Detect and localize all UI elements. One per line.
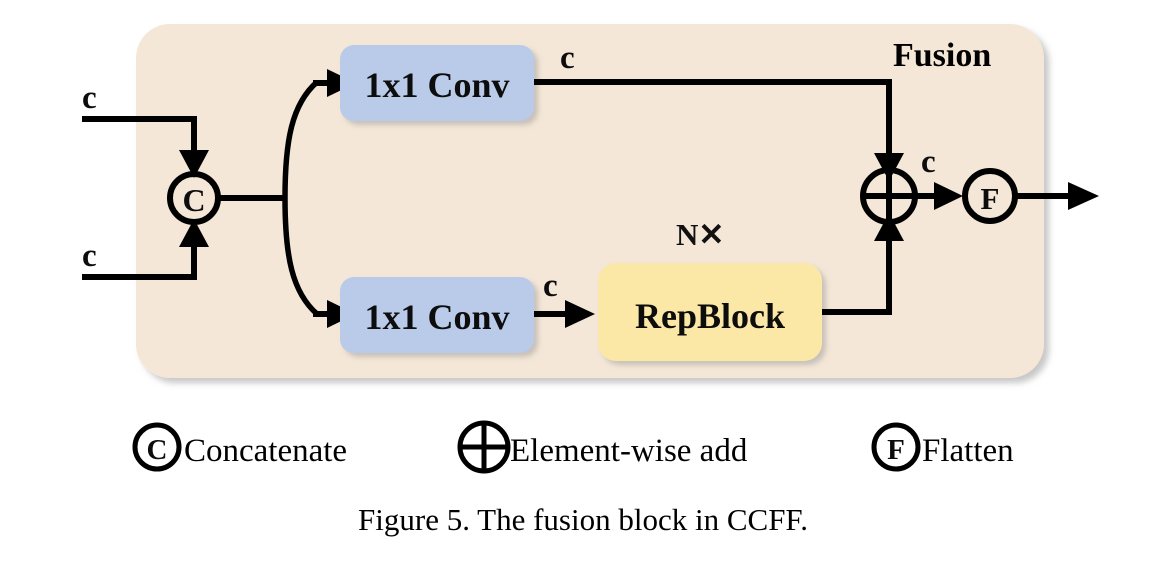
top-path-channel-label: c <box>560 40 575 76</box>
conv-top-box[interactable] <box>340 45 534 121</box>
legend-flatten-glyph: F <box>887 434 905 466</box>
conv-top-label: 1x1 Conv <box>364 65 509 105</box>
repblock-to-add-arrowhead <box>874 213 904 241</box>
legend-concatenate-label: Concatenate <box>184 433 347 469</box>
add-to-flatten-arrowhead <box>934 182 963 210</box>
legend: C Concatenate Element-wise add F Flatten <box>132 420 1014 474</box>
legend-item-flatten: F Flatten <box>871 422 1014 472</box>
top-path-wire <box>534 79 892 155</box>
input-top-arrowhead <box>179 150 209 178</box>
concatenate-node-glyph: C <box>182 182 205 218</box>
legend-flatten-label: Flatten <box>922 433 1014 469</box>
bottom-path-channel-label: c <box>543 268 558 304</box>
repblock[interactable]: RepBlock <box>598 263 822 361</box>
repblock-to-add-wire <box>822 239 892 315</box>
panel-title: Fusion <box>893 37 991 74</box>
legend-flatten-icon <box>871 422 921 472</box>
flatten-node-glyph: F <box>981 181 1000 216</box>
input-bottom-wire <box>82 245 197 280</box>
legend-concatenate-icon <box>132 422 182 472</box>
split-curve-bottom <box>282 197 319 317</box>
conv-bottom-block[interactable]: 1x1 Conv <box>340 277 534 353</box>
figure-caption: Figure 5. The fusion block in CCFF. <box>358 502 808 537</box>
conv-bottom-label: 1x1 Conv <box>364 297 509 337</box>
repblock-box[interactable] <box>598 263 822 361</box>
input-bottom-label: c <box>82 238 97 274</box>
input-top-label: c <box>82 80 97 116</box>
element-wise-add-node <box>860 167 918 225</box>
repblock-label: RepBlock <box>635 296 785 336</box>
add-out-channel-label: c <box>921 144 936 180</box>
conv-bottom-box[interactable] <box>340 277 534 353</box>
split-curve-top <box>282 79 319 199</box>
legend-concatenate-glyph: C <box>147 434 168 466</box>
input-bottom-arrowhead <box>179 219 209 247</box>
legend-item-element-wise-add: Element-wise add <box>457 420 748 474</box>
repeat-count-label: N✕ <box>676 217 724 252</box>
output-arrowhead <box>1068 182 1099 210</box>
conv-to-repblock-arrowhead <box>565 300 595 328</box>
conv-top-block[interactable]: 1x1 Conv <box>340 45 534 121</box>
legend-add-label: Element-wise add <box>510 433 748 469</box>
input-top-wire <box>82 116 197 152</box>
legend-item-concatenate: C Concatenate <box>132 422 347 472</box>
